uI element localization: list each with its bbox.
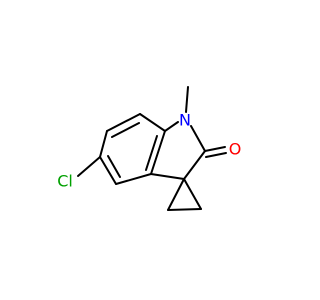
chlorine-label: Cl xyxy=(57,172,73,191)
bond-c6-c7-inner xyxy=(111,122,140,138)
structure-diagram: N O Cl xyxy=(57,86,241,211)
bond-c7a-c3a-inner xyxy=(145,135,158,171)
bond-c2-o-a xyxy=(204,146,226,152)
bond-n-methyl xyxy=(185,86,189,113)
bond-c3-c3a xyxy=(150,173,185,180)
nitrogen-label: N xyxy=(179,111,191,130)
bond-n-c2 xyxy=(190,125,206,152)
bond-layer xyxy=(77,86,227,211)
oxygen-label: O xyxy=(229,140,242,159)
bond-c5-c6 xyxy=(99,130,108,158)
bond-c3a-c4 xyxy=(115,173,152,185)
bond-c2-o-b xyxy=(205,152,227,158)
atom-label-layer: N O Cl xyxy=(57,111,241,191)
bond-c7a-c3a xyxy=(150,130,166,175)
bond-c7a-n xyxy=(164,121,179,132)
bond-c6-c7 xyxy=(106,113,141,132)
bond-c3-cp1 xyxy=(167,178,185,211)
bond-c7-c7a xyxy=(139,113,166,132)
bond-c4-c5 xyxy=(99,156,117,185)
bond-c4-c5-inner xyxy=(107,155,121,178)
bond-c2-c3 xyxy=(183,150,206,180)
bond-cp1-cp2 xyxy=(167,208,202,211)
bond-c3-cp2 xyxy=(183,178,202,210)
molecule-canvas: N O Cl xyxy=(57,86,242,211)
bond-c5-cl xyxy=(77,156,101,177)
